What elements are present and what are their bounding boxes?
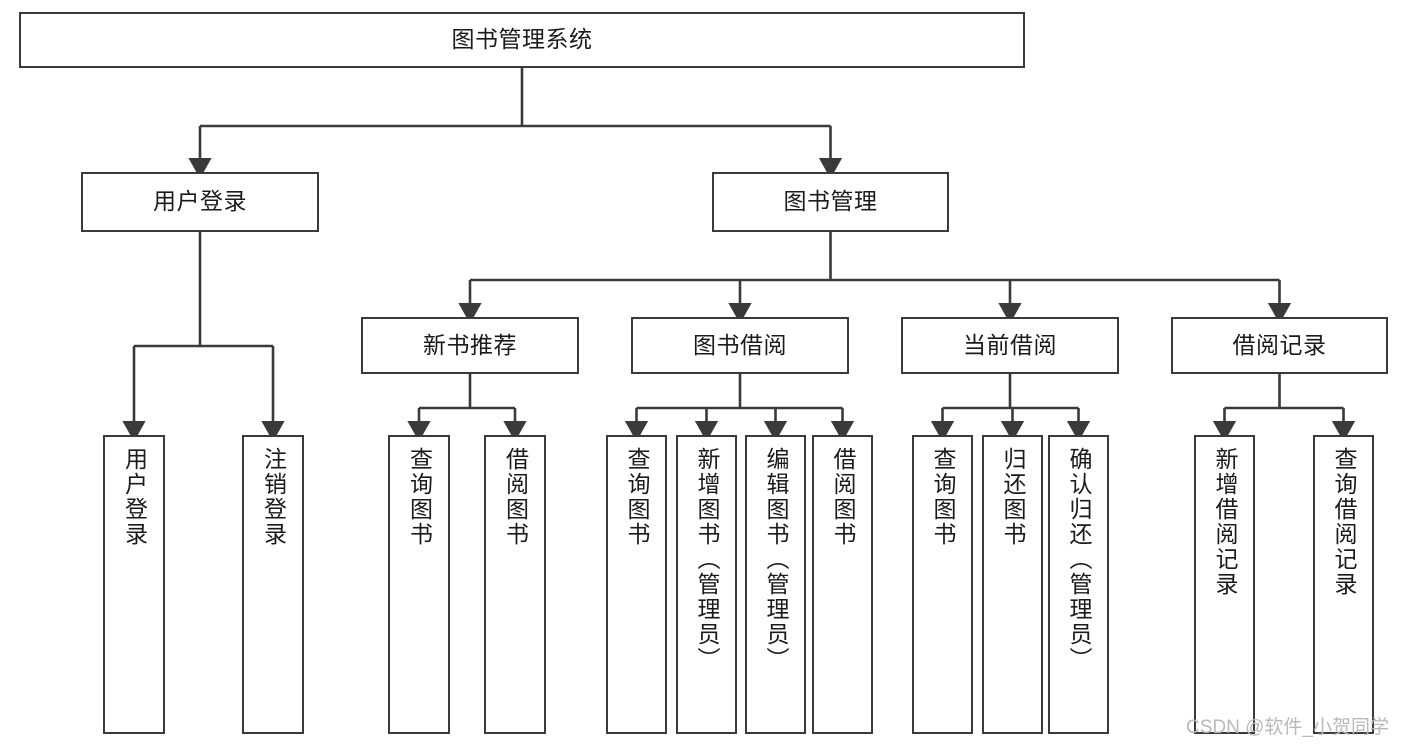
node-label: 新书推荐 bbox=[423, 331, 517, 358]
node-leaf-7[interactable]: 编辑图书（管理员） bbox=[745, 435, 806, 734]
node-leaf-13[interactable]: 查询借阅记录 bbox=[1313, 435, 1374, 734]
node-leaf-2[interactable]: 注销登录 bbox=[242, 435, 304, 734]
node-newbook[interactable]: 新书推荐 bbox=[361, 317, 579, 374]
node-label: 借阅图书 bbox=[830, 447, 856, 547]
node-borrow[interactable]: 图书借阅 bbox=[631, 317, 849, 374]
node-current[interactable]: 当前借阅 bbox=[901, 317, 1119, 374]
node-bookmgmt[interactable]: 图书管理 bbox=[712, 172, 949, 232]
node-label: 图书管理系统 bbox=[451, 26, 593, 53]
node-login[interactable]: 用户登录 bbox=[81, 172, 319, 232]
node-label: 新增借阅记录 bbox=[1212, 447, 1238, 597]
node-leaf-4[interactable]: 借阅图书 bbox=[484, 435, 546, 734]
node-leaf-9[interactable]: 查询图书 bbox=[912, 435, 973, 734]
node-label: 图书借阅 bbox=[693, 331, 787, 358]
watermark-label: CSDN @软件_小贺同学 bbox=[1186, 717, 1389, 738]
node-label: 新增图书（管理员） bbox=[694, 447, 720, 672]
node-label: 用户登录 bbox=[153, 188, 247, 215]
node-label: 查询图书 bbox=[406, 447, 433, 547]
node-leaf-6[interactable]: 新增图书（管理员） bbox=[676, 435, 737, 734]
node-leaf-11[interactable]: 确认归还（管理员） bbox=[1048, 435, 1109, 734]
node-leaf-1[interactable]: 用户登录 bbox=[103, 435, 165, 734]
node-leaf-5[interactable]: 查询图书 bbox=[606, 435, 667, 734]
node-label: 借阅图书 bbox=[502, 447, 529, 547]
node-label: 图书管理 bbox=[783, 188, 878, 215]
node-leaf-3[interactable]: 查询图书 bbox=[388, 435, 450, 734]
node-label: 查询图书 bbox=[624, 447, 650, 547]
node-label: 查询图书 bbox=[930, 447, 956, 547]
node-label: 归还图书 bbox=[1000, 447, 1026, 547]
node-label: 注销登录 bbox=[260, 447, 287, 547]
node-label: 用户登录 bbox=[121, 447, 148, 547]
node-label: 编辑图书（管理员） bbox=[763, 447, 789, 672]
node-label: 查询借阅记录 bbox=[1331, 447, 1357, 597]
node-records[interactable]: 借阅记录 bbox=[1171, 317, 1388, 374]
node-root[interactable]: 图书管理系统 bbox=[19, 12, 1025, 68]
node-label: 借阅记录 bbox=[1232, 331, 1327, 358]
node-leaf-12[interactable]: 新增借阅记录 bbox=[1194, 435, 1255, 734]
node-leaf-8[interactable]: 借阅图书 bbox=[812, 435, 873, 734]
node-label: 当前借阅 bbox=[963, 331, 1057, 358]
node-leaf-10[interactable]: 归还图书 bbox=[982, 435, 1043, 734]
node-label: 确认归还（管理员） bbox=[1066, 447, 1092, 672]
